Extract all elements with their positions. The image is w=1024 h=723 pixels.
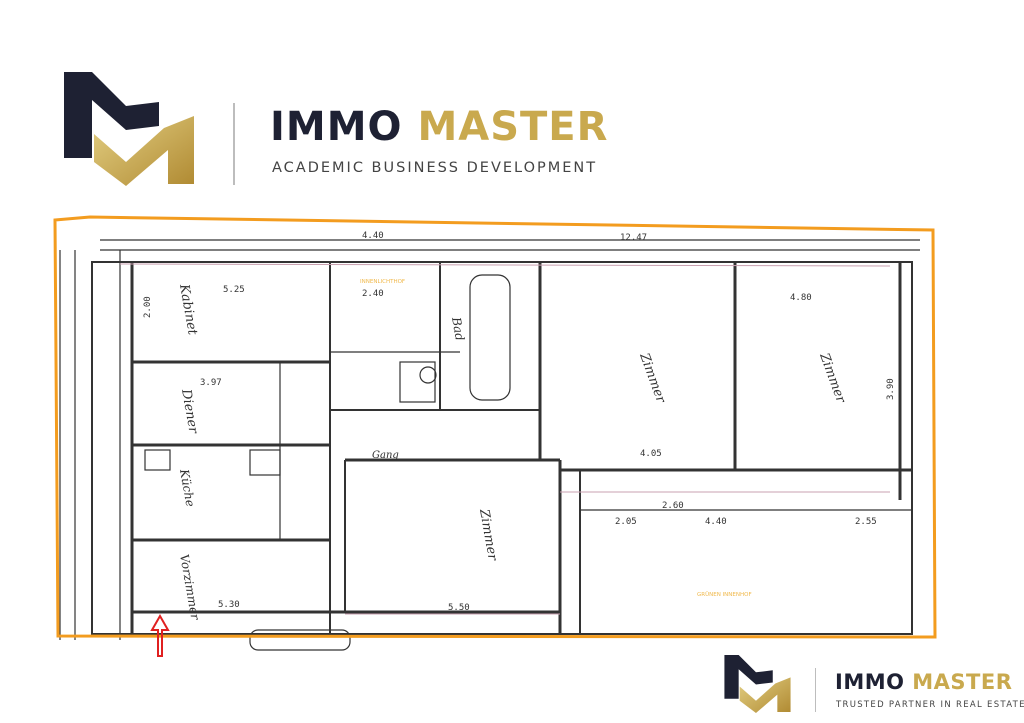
- dim-vorzimmer: 5.30: [218, 600, 240, 610]
- room-bad: Bad: [449, 315, 467, 342]
- brand-tagline: ACADEMIC BUSINESS DEVELOPMENT: [272, 160, 598, 176]
- court-label-green: GRÜNEN INNENHOF: [697, 591, 752, 598]
- room-zimmer-1: Zimmer: [636, 350, 668, 405]
- dim-zimmer: 4.05: [640, 449, 662, 459]
- dim-height-a: 2.00: [143, 296, 153, 318]
- dim-bottom-a: 2.60: [662, 501, 684, 511]
- room-kabinet: Kabinet: [176, 282, 200, 337]
- footer-brand-immo: IMMO: [835, 670, 905, 694]
- room-zimmer-3: Zimmer: [476, 507, 500, 562]
- brand-immo: IMMO: [270, 104, 403, 150]
- footer-brand-master: MASTER: [912, 670, 1013, 694]
- room-kueche: Küche: [177, 467, 198, 508]
- footer-brand-name: IMMO MASTER: [835, 670, 1012, 694]
- footer-tagline: TRUSTED PARTNER IN REAL ESTATE: [836, 700, 1024, 710]
- plan-walls: [59, 239, 920, 651]
- brand-master: MASTER: [417, 104, 609, 150]
- plan-pink-lines: [119, 263, 891, 615]
- dim-total: 12.47: [620, 233, 647, 243]
- logo-divider: [233, 103, 235, 185]
- entrance-arrow-icon: [150, 613, 170, 657]
- dim-diener: 3.97: [200, 378, 222, 388]
- dim-bottom-c: 2.05: [615, 517, 637, 527]
- dim-kabinet: 5.25: [223, 285, 245, 295]
- dim-zimmer-bottom: 5.50: [448, 603, 470, 613]
- dim-bottom-d: 2.55: [855, 517, 877, 527]
- room-diener: Diener: [178, 387, 201, 435]
- dim-court: 2.40: [362, 289, 384, 299]
- dim-bottom-b: 4.40: [705, 517, 727, 527]
- brand-name: IMMO MASTER: [270, 104, 608, 150]
- room-zimmer-2: Zimmer: [816, 350, 848, 405]
- apartment-outline: [53, 215, 937, 639]
- dim-height-b: 3.90: [886, 378, 896, 400]
- footer-logo-divider: [815, 668, 816, 712]
- room-gang: Gang: [372, 450, 399, 461]
- court-label-inner: INNENLICHTHOF: [360, 279, 405, 285]
- dim-right-top: 4.80: [790, 293, 812, 303]
- immo-master-logo-mark: [64, 72, 194, 186]
- dim-top-left: 4.40: [362, 231, 384, 241]
- footer-logo-mark: [724, 655, 791, 713]
